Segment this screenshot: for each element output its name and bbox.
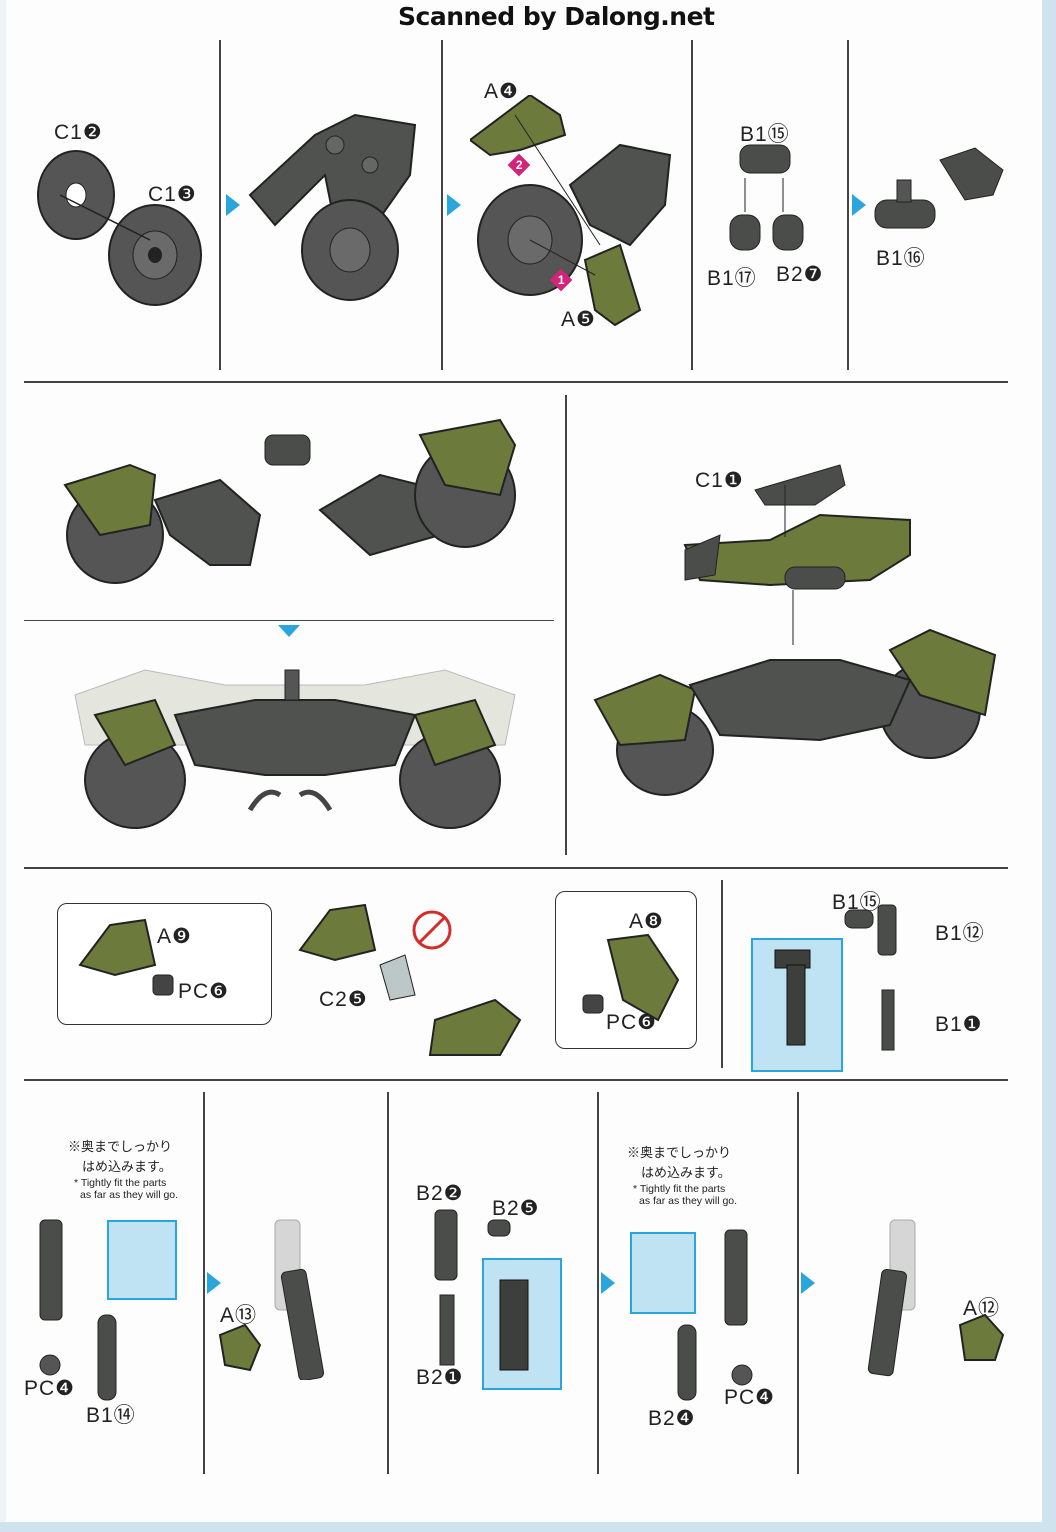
part-label: A❹ <box>484 80 519 103</box>
part-label: B1⑭ <box>86 1404 136 1427</box>
armor-plate-a8-illustration <box>582 933 680 1022</box>
part-label: C1❸ <box>148 183 197 206</box>
fit-note: ※奥までしっかり はめ込みます。 * Tightly fit the parts… <box>627 1143 737 1207</box>
part-label: A⑫ <box>963 1297 1001 1320</box>
divider-v <box>565 395 567 855</box>
arm-part-illustration <box>774 949 811 1046</box>
note-en: * Tightly fit the parts <box>74 1177 167 1189</box>
note-en: * Tightly fit the parts <box>633 1183 726 1195</box>
divider-v <box>797 1092 799 1474</box>
divider-row3 <box>24 1079 1008 1081</box>
part-label: B2❼ <box>776 263 824 286</box>
part-label: B1⑯ <box>876 247 926 270</box>
part-label: B2❹ <box>648 1407 696 1430</box>
arm-a12-illustration <box>867 1219 1005 1377</box>
next-step-arrow-icon <box>801 1272 815 1294</box>
divider-row2-sub <box>24 620 554 621</box>
note-jp: はめ込みます。 <box>82 1159 172 1174</box>
part-label: PC❻ <box>178 980 229 1003</box>
down-arrow-icon <box>278 625 300 637</box>
next-step-arrow-icon <box>447 194 461 216</box>
divider-v <box>597 1092 599 1474</box>
next-step-arrow-icon <box>601 1272 615 1294</box>
armor-c25-illustration <box>298 903 522 1056</box>
part-label: B1⑰ <box>707 267 757 290</box>
note-en: as far as they will go. <box>80 1189 179 1201</box>
part-label: PC❹ <box>724 1386 775 1409</box>
part-label: A❽ <box>629 910 664 933</box>
seat-attach-illustration <box>593 464 997 796</box>
next-step-arrow-icon <box>207 1272 221 1294</box>
part-label: B2❶ <box>416 1366 464 1389</box>
joint-assembly-illustration <box>729 144 1004 251</box>
page-edge-left <box>0 0 6 1532</box>
divider-row1 <box>24 381 1008 383</box>
frame-wheel-illustration <box>248 113 417 301</box>
armor-plate-a9-illustration <box>78 918 174 996</box>
next-step-arrow-icon <box>852 194 866 216</box>
watermark: Scanned by Dalong.net <box>398 2 715 31</box>
divider-v <box>203 1092 205 1474</box>
note-jp: ※奥までしっかり <box>68 1139 173 1154</box>
wheel-assembly-illustration <box>37 150 202 306</box>
divider-v <box>387 1092 389 1474</box>
part-label: B1⑮ <box>832 891 882 914</box>
part-label: B1❶ <box>935 1013 983 1036</box>
fit-note: ※奥までしっかり はめ込みます。 * Tightly fit the parts… <box>68 1137 178 1201</box>
part-label: C2❺ <box>319 988 368 1011</box>
part-label: C1❶ <box>695 469 744 492</box>
fender-attach-illustration <box>470 95 672 327</box>
front-rear-frame-illustration <box>63 418 517 584</box>
next-step-arrow-icon <box>226 194 240 216</box>
arm-b2-illustration <box>434 1209 529 1371</box>
part-label: PC❻ <box>606 1011 657 1034</box>
note-jp: はめ込みます。 <box>641 1165 731 1180</box>
divider-v <box>847 40 849 370</box>
divider-row2 <box>24 867 1008 869</box>
part-label: B1⑮ <box>740 123 790 146</box>
part-label: B1⑫ <box>935 922 985 945</box>
note-en: as far as they will go. <box>639 1195 738 1207</box>
part-label: B2❺ <box>492 1197 540 1220</box>
highlight-box <box>630 1232 696 1314</box>
joined-frame-illustration <box>74 669 516 829</box>
part-label: C1❷ <box>54 121 103 144</box>
divider-v <box>691 40 693 370</box>
part-label: A❺ <box>561 308 596 331</box>
part-label: B2❷ <box>416 1182 464 1205</box>
arm-b24-illustration <box>677 1229 753 1401</box>
part-label: PC❹ <box>24 1377 75 1400</box>
arm-a13-illustration <box>218 1219 325 1380</box>
b1-joint-illustration <box>844 904 897 1051</box>
part-label: A⑬ <box>220 1304 258 1327</box>
arm-b14-illustration <box>39 1219 117 1401</box>
divider-v <box>721 880 723 1068</box>
part-label: A❾ <box>157 925 192 948</box>
page-edge-right <box>1042 0 1056 1532</box>
page-edge-bottom <box>0 1522 1056 1532</box>
note-jp: ※奥までしっかり <box>627 1145 732 1160</box>
divider-v <box>441 40 443 370</box>
highlight-box <box>107 1220 177 1300</box>
divider-v <box>219 40 221 370</box>
